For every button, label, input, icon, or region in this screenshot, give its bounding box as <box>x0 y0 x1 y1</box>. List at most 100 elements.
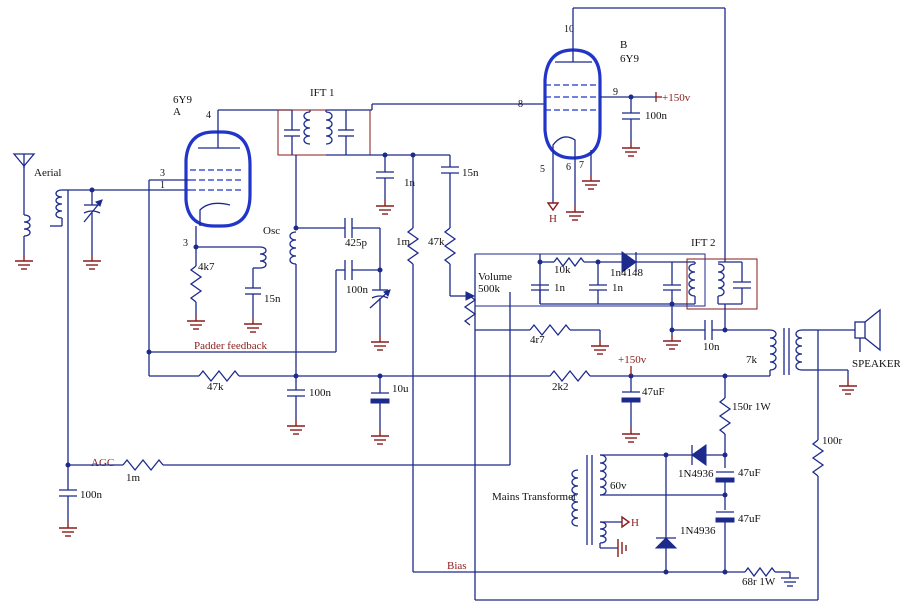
heater-mains-label: H <box>631 517 639 529</box>
electrolytic-47uf-mid <box>621 376 641 443</box>
volume-value: 500k <box>478 283 501 295</box>
resistor-100r <box>811 439 825 477</box>
resistor-4r7-value: 4r7 <box>530 334 545 346</box>
resistor-47k-vertical-value: 47k <box>428 236 445 248</box>
resistor-1m-vertical-value: 1m <box>396 236 411 248</box>
electrolytic-47uf-a-value: 47uF <box>738 467 761 479</box>
ift2-transformer <box>672 261 751 305</box>
cap-100n-mid <box>286 389 306 435</box>
plus150-top-label: +150v <box>662 92 691 104</box>
cap-1n-b <box>589 262 607 304</box>
bias-label: Bias <box>447 560 467 572</box>
agc-resistor-value: 1m <box>126 472 141 484</box>
ift1-label: IFT 1 <box>310 87 335 99</box>
tube-b-unit: B <box>620 39 627 51</box>
svg-text:3: 3 <box>160 168 165 179</box>
cap-100n-mid-value: 100n <box>309 387 332 399</box>
cathode-resistor-value: 4k7 <box>198 261 215 273</box>
speaker-label: SPEAKER <box>852 358 900 370</box>
aerial-secondary-coil <box>50 189 69 465</box>
electrolytic-10u <box>370 376 390 445</box>
svg-text:8: 8 <box>518 99 523 110</box>
resistor-68r-1w <box>744 566 776 578</box>
resistor-47k-horizontal-value: 47k <box>207 381 224 393</box>
svg-text:6: 6 <box>566 162 571 173</box>
svg-text:7: 7 <box>579 160 584 171</box>
ift1-cap-1n <box>375 155 395 215</box>
resistor-4r7 <box>529 323 571 337</box>
cap-425p <box>344 218 353 238</box>
osc-coil <box>289 231 297 390</box>
resistor-2k2 <box>549 369 591 383</box>
secondary-60v-label: 60v <box>610 480 627 492</box>
diode-1n4936-a <box>691 444 707 466</box>
svg-text:5: 5 <box>540 164 545 175</box>
resistor-150r-1w <box>718 397 732 435</box>
tube-a-type: 6Y9 <box>173 94 192 106</box>
cap-15n-top <box>441 155 459 228</box>
svg-text:3: 3 <box>183 238 188 249</box>
tube-a-unit: A <box>173 106 181 118</box>
plus150-mid-label: +150v <box>618 354 647 366</box>
tube-b-6y9 <box>543 48 602 160</box>
ift2-label: IFT 2 <box>691 237 716 249</box>
electrolytic-47uf-b <box>715 511 735 572</box>
output-transformer-7k <box>769 328 818 376</box>
padder-label: Padder feedback <box>194 340 267 352</box>
resistor-1m-vertical <box>406 227 420 265</box>
ift1-cap-value: 1n <box>404 177 416 189</box>
cap-1n-a-value: 1n <box>554 282 566 294</box>
cap-425p-value: 425p <box>345 237 368 249</box>
svg-text:10: 10 <box>564 24 574 35</box>
resistor-47k-horizontal <box>198 369 240 383</box>
resistor-68r-value: 68r 1W <box>742 576 776 588</box>
mains-transformer <box>571 454 607 545</box>
cap-100n-osc <box>344 260 353 280</box>
cap-15n-a-value: 15n <box>264 293 281 305</box>
ift1-can <box>277 109 371 156</box>
resistor-150r-value: 150r 1W <box>732 401 771 413</box>
diode-1n4148 <box>621 251 637 273</box>
aerial-label: Aerial <box>34 167 61 179</box>
volume-label: Volume <box>478 271 512 283</box>
cap-10n-value: 10n <box>703 341 720 353</box>
agc-resistor-1m <box>122 458 164 472</box>
screen-cap-100n <box>621 97 641 157</box>
diode-1n4936-b-value: 1N4936 <box>680 525 716 537</box>
transformer-7k-value: 7k <box>746 354 758 366</box>
cap-100n-osc-value: 100n <box>346 284 369 296</box>
resistor-100r-value: 100r <box>822 435 843 447</box>
agc-label: AGC <box>91 457 114 469</box>
cap-15n-top-value: 15n <box>462 167 479 179</box>
ift1-transformer <box>284 110 354 155</box>
tube-b-type: 6Y9 <box>620 53 639 65</box>
agc-capacitor-100n <box>58 465 78 537</box>
cap-1n-b-value: 1n <box>612 282 624 294</box>
agc-cap-value: 100n <box>80 489 103 501</box>
tuning-variable-capacitor <box>82 190 103 270</box>
electrolytic-47uf-a <box>715 471 735 510</box>
osc-label: Osc <box>263 225 280 237</box>
screen-cap-value: 100n <box>645 110 668 122</box>
resistor-2k2-value: 2k2 <box>552 381 569 393</box>
mains-transformer-label: Mains Transformer <box>492 491 577 503</box>
electrolytic-47uf-b-value: 47uF <box>738 513 761 525</box>
svg-text:4: 4 <box>206 110 211 121</box>
resistor-47k-vertical <box>443 227 457 265</box>
electrolytic-47uf-mid-value: 47uF <box>642 386 665 398</box>
speaker-icon <box>854 308 881 352</box>
osc-variable-capacitor <box>369 289 391 351</box>
diode-1n4936-b <box>654 537 678 549</box>
svg-text:1: 1 <box>160 180 165 191</box>
aerial-antenna <box>12 153 36 215</box>
volume-potentiometer[interactable] <box>463 295 477 326</box>
heater-b-label: H <box>549 213 557 225</box>
diode-1n4936-a-value: 1N4936 <box>678 468 714 480</box>
osc-feedback-coil <box>243 246 267 333</box>
aerial-coil <box>14 214 34 270</box>
resistor-10k <box>553 256 585 268</box>
tube-a-6y9 <box>184 130 252 228</box>
electrolytic-10u-value: 10u <box>392 383 409 395</box>
